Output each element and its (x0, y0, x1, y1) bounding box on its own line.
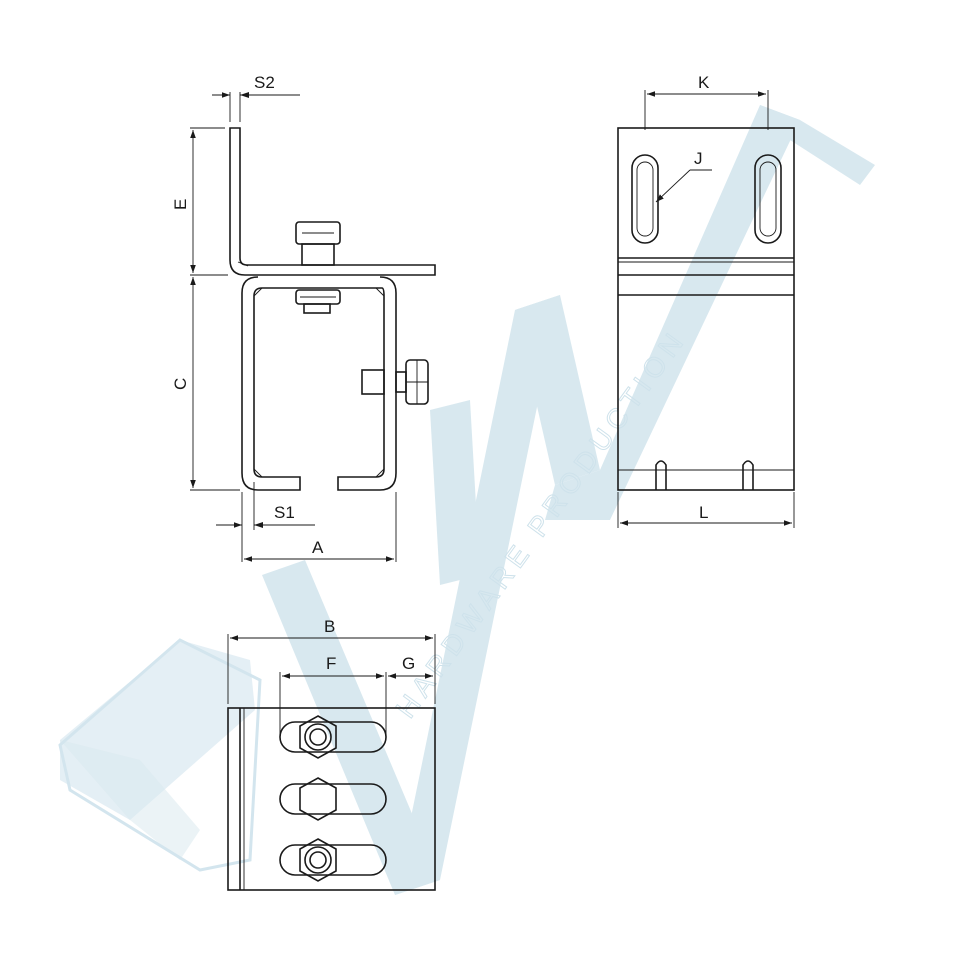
dim-label-f: F (326, 654, 336, 673)
dim-label-b: B (324, 617, 335, 636)
watermark-logo: HARDWARE PRODUCTION (58, 105, 875, 895)
dim-label-e: E (171, 199, 190, 210)
side-view: S2 E C S1 A (171, 73, 436, 562)
dim-label-j: J (694, 149, 703, 168)
dim-label-k: K (698, 73, 710, 92)
dim-label-s1: S1 (274, 503, 295, 522)
dim-label-l: L (699, 503, 708, 522)
dim-label-s2: S2 (254, 73, 275, 92)
top-view: B F G (227, 617, 436, 891)
front-view: K J L (617, 73, 795, 528)
dim-label-a: A (312, 538, 324, 557)
dim-label-c: C (171, 378, 190, 390)
dim-label-g: G (402, 654, 415, 673)
